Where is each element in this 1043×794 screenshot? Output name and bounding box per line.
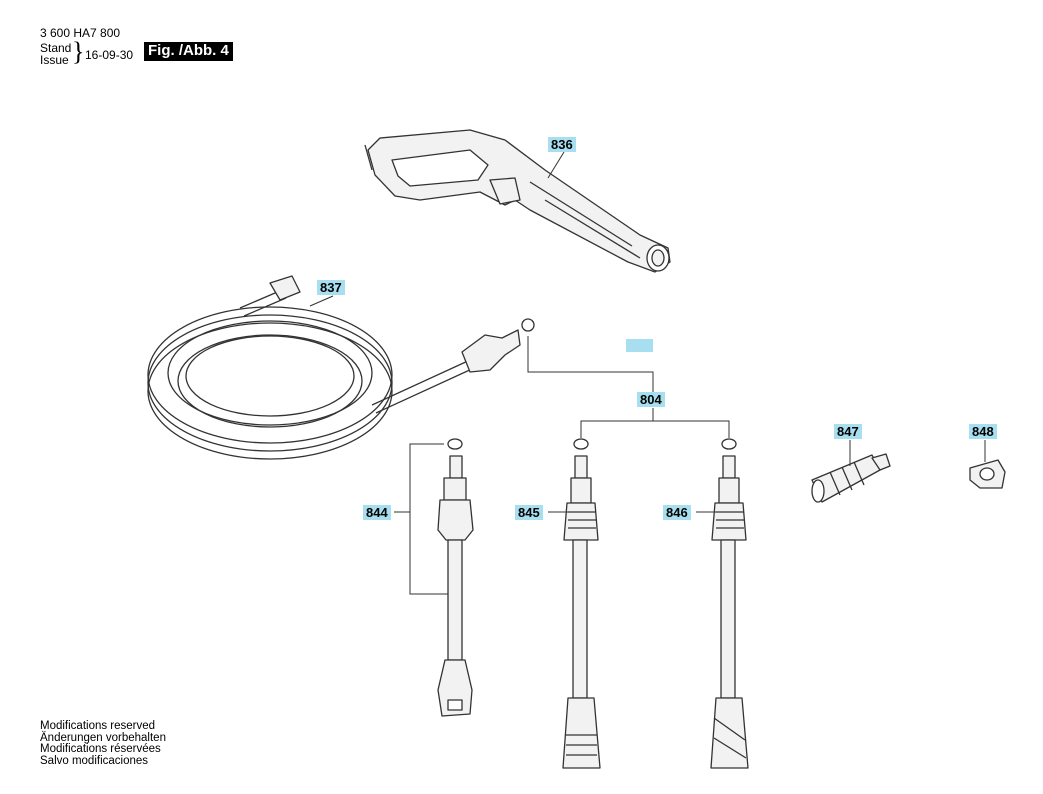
callout-836: 836: [548, 137, 576, 152]
brace-glyph: }: [72, 37, 85, 66]
callout-844: 844: [363, 505, 391, 520]
callout-845: 845: [515, 505, 543, 520]
cap-848: [969, 459, 1006, 489]
hose-coil-837: [147, 275, 535, 460]
callout-846: 846: [663, 505, 691, 520]
lance-846: [710, 455, 749, 769]
nozzle-847: [811, 453, 891, 503]
figure-label: Fig. /Abb. 4: [144, 42, 233, 61]
callout-848: 848: [969, 424, 997, 439]
stand-label: Stand: [40, 41, 72, 55]
spray-gun-836: [364, 129, 671, 273]
o-ring-844: [447, 438, 463, 450]
notice-fr: Modifications réservées: [40, 743, 161, 755]
blank-callout-tag: [626, 339, 653, 352]
notice-de: Änderungen vorbehalten: [40, 731, 166, 744]
notice-es: Salvo modificaciones: [40, 754, 149, 767]
issue-label: Issue: [40, 53, 69, 67]
callout-804: 804: [637, 392, 665, 407]
part-number: 3 600 HA7 800: [40, 26, 121, 40]
lance-844: [437, 455, 474, 717]
o-ring-845: [573, 438, 589, 450]
modifications-notice: Modifications reserved Änderungen vorbeh…: [40, 720, 166, 767]
lance-845: [562, 455, 601, 769]
o-ring-846: [721, 438, 737, 450]
notice-en: Modifications reserved: [40, 720, 156, 732]
callout-837: 837: [317, 280, 345, 295]
stand-issue-labels: Stand Issue: [40, 42, 71, 66]
callout-847: 847: [834, 424, 862, 439]
issue-date: 16-09-30: [85, 48, 134, 62]
